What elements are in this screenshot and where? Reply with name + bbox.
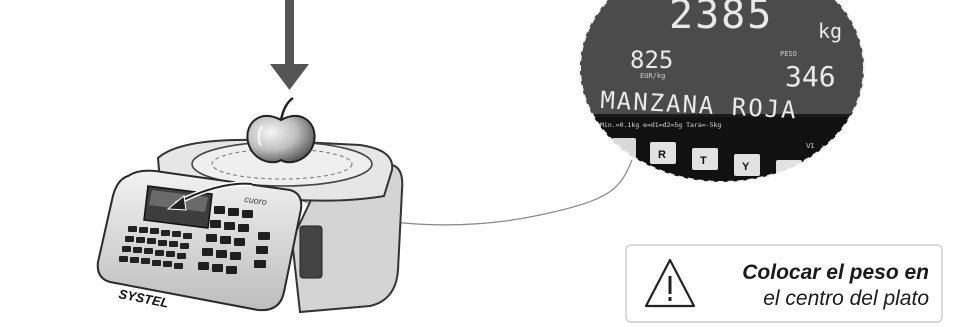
display-weight-unit: kg (818, 19, 842, 43)
display-weight: 2385 (669, 0, 773, 38)
svg-text:T: T (700, 155, 707, 167)
key-y: Y (734, 154, 760, 176)
svg-text:Y: Y (742, 161, 750, 173)
display-price-per-kg: 825 (630, 46, 673, 74)
display-label-v: V (838, 147, 843, 154)
warning-message: Colocar el peso en el centro del plato (742, 260, 929, 312)
svg-text:R: R (658, 149, 666, 161)
warning-box: Colocar el peso en el centro del plato (625, 244, 943, 323)
display-weight-caption: PESO (780, 50, 797, 58)
display-total: 346 (785, 60, 836, 93)
warning-triangle-icon (642, 256, 698, 312)
display-label-v1: V1 (806, 143, 815, 150)
downward-arrow (270, 0, 309, 90)
zoomed-display: 2385 kg PESO 825 EUR/kg 346 MANZANA ROJA… (570, 0, 880, 190)
scale-illustration: cuoro SYSTEL (98, 140, 403, 312)
apple-icon (247, 98, 314, 162)
warning-line-1: Colocar el peso en (742, 260, 929, 286)
display-price-caption: EUR/kg (640, 72, 665, 80)
key-t: T (692, 148, 718, 170)
key-r: R (650, 142, 676, 164)
display-spec-line: Min.=0.1kg e=d1=d2=5g Tara=-5kg (600, 121, 721, 129)
warning-line-2: el centro del plato (742, 286, 929, 312)
